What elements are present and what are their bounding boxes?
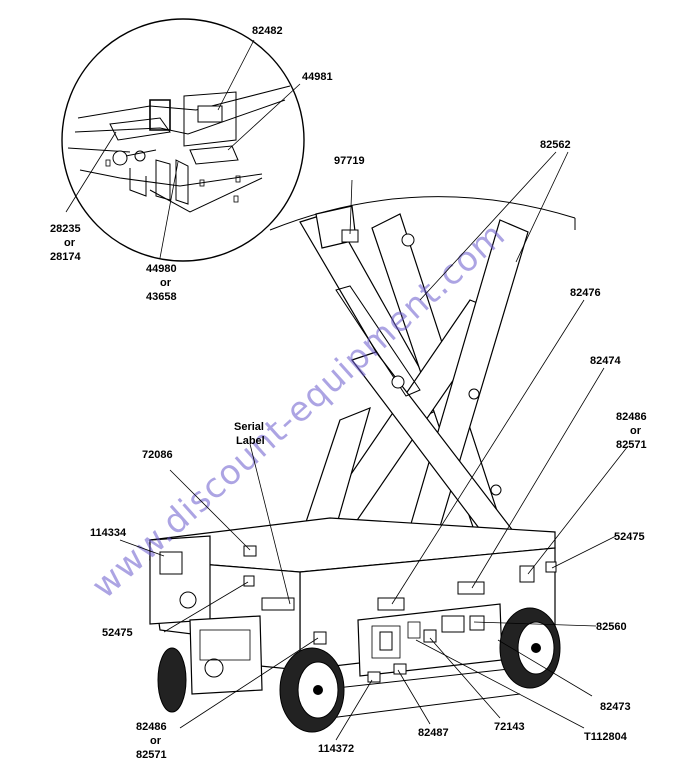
label-43658: 43658 <box>146 291 177 303</box>
label-82562: 82562 <box>540 139 571 151</box>
decal-72143-shape <box>423 629 437 643</box>
label-97719: 97719 <box>334 155 365 167</box>
label-72143: 72143 <box>494 721 525 733</box>
label-44981: 44981 <box>302 71 333 83</box>
label-82482: 82482 <box>252 25 283 37</box>
decal-52475-right-shape <box>545 561 557 573</box>
serial-label-shape <box>261 597 295 611</box>
label-82474: 82474 <box>590 355 621 367</box>
decal-82476-shape <box>377 597 405 611</box>
label-82476: 82476 <box>570 287 601 299</box>
decal-82486-right-shape <box>519 565 535 583</box>
decal-82482-shape <box>197 105 223 123</box>
label-82486-right-or: or <box>630 425 642 437</box>
serial-label-line1: Serial <box>234 421 264 433</box>
scissor-arms <box>299 205 529 553</box>
decal-82560-shape <box>441 615 465 633</box>
decal-44981-shape <box>189 145 239 165</box>
label-28174: 28174 <box>50 251 81 263</box>
label-82571-right: 82571 <box>616 439 647 451</box>
decal-72086-shape <box>243 545 257 557</box>
label-82486-right: 82486 <box>616 411 647 423</box>
label-82486-left: 82486 <box>136 721 167 733</box>
label-82473: 82473 <box>600 701 631 713</box>
label-52475-left: 52475 <box>102 627 133 639</box>
decal-114334-shape <box>159 551 183 575</box>
label-82560: 82560 <box>596 621 627 633</box>
decal-82487-shape <box>393 663 407 675</box>
label-52475-right: 52475 <box>614 531 645 543</box>
label-44980: 44980 <box>146 263 177 275</box>
serial-label-line2: Label <box>236 435 265 447</box>
detail-inset <box>61 18 305 262</box>
label-28235: 28235 <box>50 223 81 235</box>
label-44980-or: or <box>160 277 172 289</box>
decal-82474-shape <box>457 581 485 595</box>
label-72086: 72086 <box>142 449 173 461</box>
label-T112804: T112804 <box>584 731 628 743</box>
label-114334: 114334 <box>90 527 127 539</box>
chassis <box>149 517 557 719</box>
wheels <box>157 607 561 733</box>
decal-52475-left-shape <box>243 575 255 587</box>
label-82571-left: 82571 <box>136 749 167 761</box>
leader-lines <box>65 39 629 741</box>
label-114372: 114372 <box>318 743 354 755</box>
label-82486-left-or: or <box>150 735 162 747</box>
label-28235-or: or <box>64 237 76 249</box>
decal-114372-shape <box>367 671 381 683</box>
part-labels: 82482 44981 28235 or 28174 44980 or 4365… <box>50 25 647 761</box>
decal-82486-left-shape <box>313 631 327 645</box>
label-82487: 82487 <box>418 727 449 739</box>
